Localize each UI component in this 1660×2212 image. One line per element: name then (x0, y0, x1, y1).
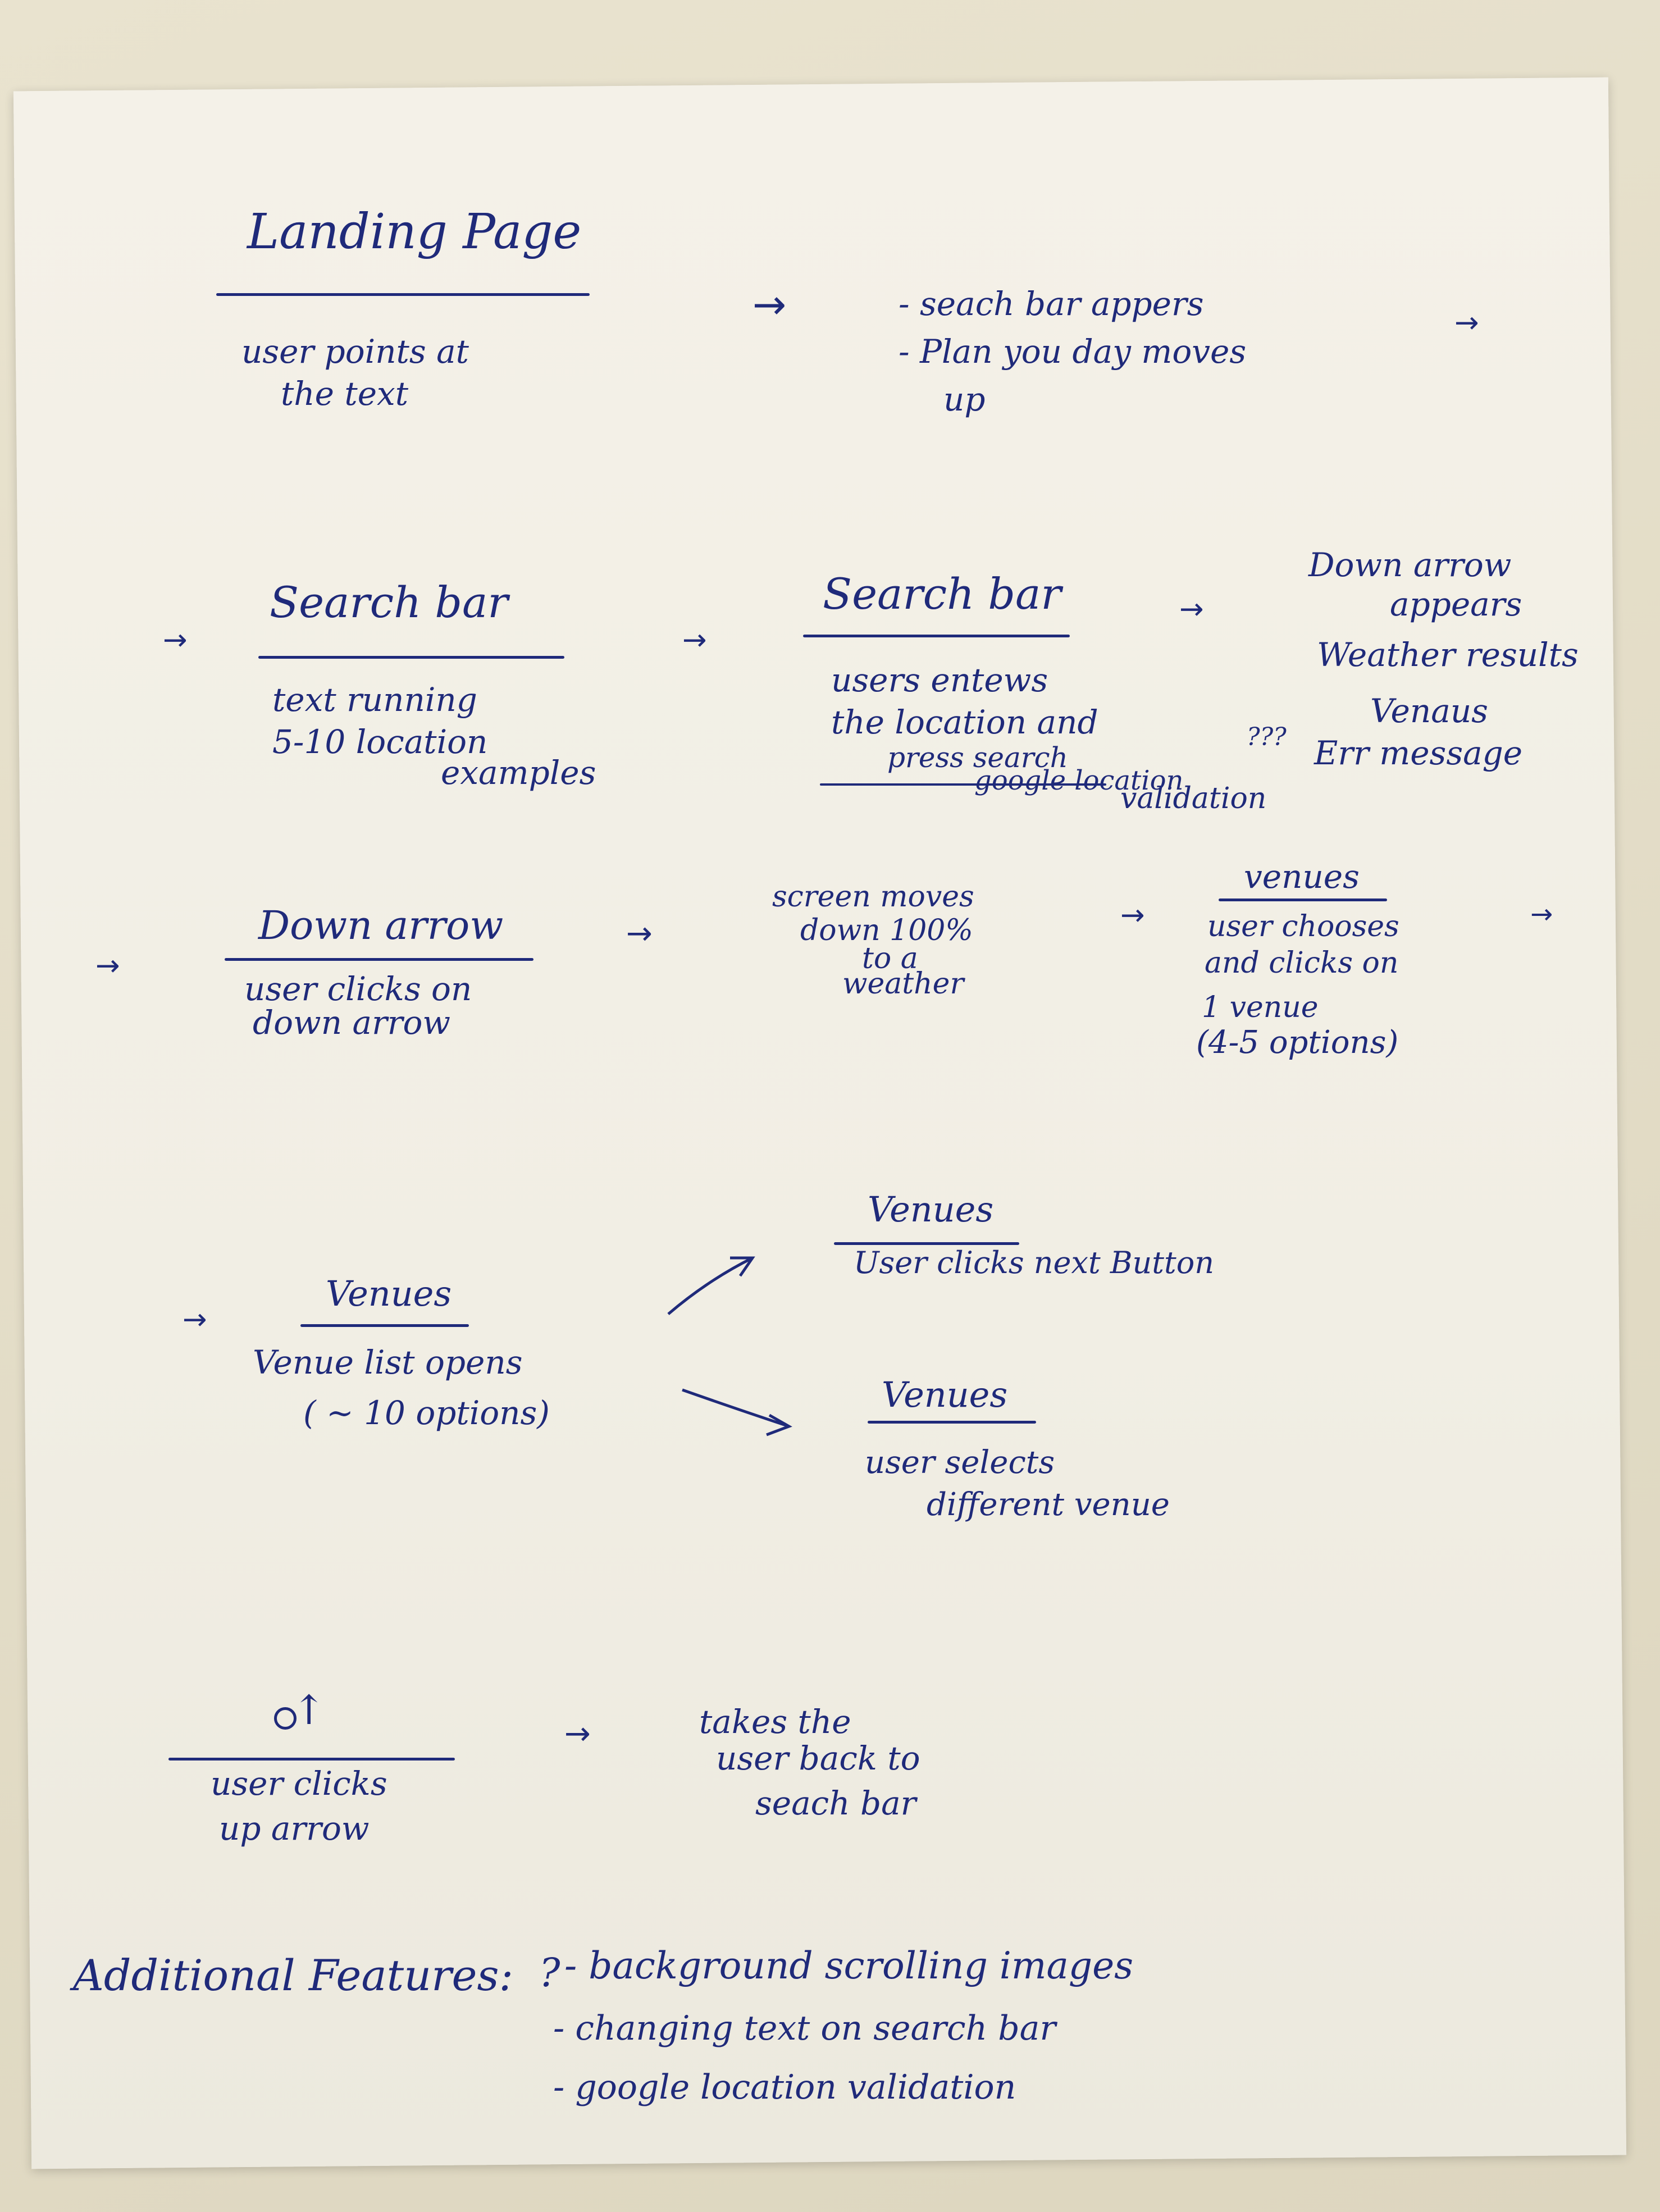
venues-list-title: Venues (326, 1273, 452, 1314)
takes-back-line-2: user back to (716, 1739, 920, 1777)
venues-select-underline (868, 1421, 1036, 1424)
screen-moves-line-1: screen moves (772, 880, 974, 914)
search1-line-2: 5-10 location (272, 723, 488, 761)
venues-choose-line-1: user chooses (1207, 910, 1399, 943)
down-result-line-5: Err message (1314, 734, 1523, 772)
landing-underline (216, 293, 590, 296)
up-arrow-line-2: up arrow (219, 1809, 370, 1848)
flow-arrow: → (183, 1303, 207, 1337)
search2-line-1: users entews (831, 661, 1048, 699)
landing-title: Landing Page (247, 204, 582, 260)
flow-arrow: → (95, 949, 120, 983)
venues-choose-line-2: and clicks on (1205, 946, 1399, 980)
search2-title: Search bar (823, 569, 1061, 619)
screen-moves-line-4: weather (842, 967, 964, 1001)
venues-choose-underline (1219, 899, 1387, 901)
additional-item-1: - background scrolling images (564, 1944, 1134, 1987)
flow-arrow: → (682, 623, 707, 657)
search2-line-3: press search (887, 741, 1068, 774)
landing-line-2: the text (281, 375, 409, 413)
search1-line-1: text running (272, 681, 477, 719)
down-result-line-3: Weather results (1317, 636, 1579, 674)
flow-arrow: → (626, 915, 653, 952)
venues-list-line-2: ( ~ 10 options) (303, 1394, 550, 1432)
search2-line-5: validation (1120, 782, 1267, 815)
venues-choose-line-4: (4-5 options) (1196, 1024, 1399, 1061)
screen-moves-line-3: to a (862, 942, 918, 975)
takes-back-line-1: takes the (699, 1703, 851, 1741)
search2-underline (803, 635, 1070, 637)
flow-arrow: → (1454, 306, 1479, 340)
screen-moves-line-2: down 100% (800, 914, 973, 947)
flow-arrow: → (163, 623, 188, 657)
landing-result-3: up (943, 380, 986, 418)
landing-result-2: - Plan you day moves (899, 332, 1247, 371)
branch-arrow-up-head (730, 1256, 755, 1277)
down-arrow-line-2: down arrow (253, 1004, 451, 1042)
branch-arrow-up (667, 1256, 754, 1315)
down-result-line-2: appears (1390, 585, 1522, 623)
venues-select-title: Venues (882, 1374, 1008, 1415)
flow-arrow: → (753, 281, 787, 328)
additional-item-2: - changing text on search bar (553, 2009, 1056, 2048)
venues-select-line-1: user selects (865, 1444, 1055, 1481)
up-arrow-line-1: user clicks (211, 1764, 387, 1803)
takes-back-line-3: seach bar (755, 1784, 916, 1822)
branch-arrow-down (682, 1388, 790, 1428)
up-arrow-title: ↑ (292, 1686, 326, 1734)
search2-line-4: google location (974, 765, 1184, 796)
search2-strike (820, 783, 1106, 786)
flow-arrow: → (564, 1716, 591, 1752)
additional-item-3: - google location validation (553, 2068, 1016, 2107)
venues-list-underline (300, 1324, 469, 1327)
flow-arrow: → (1530, 899, 1553, 930)
up-arrow-underline (168, 1758, 455, 1761)
venues-list-line-1: Venue list opens (253, 1343, 523, 1381)
venues-next-underline (834, 1242, 1019, 1245)
search1-line-3: examples (441, 754, 596, 792)
down-result-qmarks: ??? (1247, 723, 1287, 751)
branch-arrow-down-head (766, 1413, 792, 1436)
venues-select-line-2: different venue (927, 1486, 1170, 1523)
down-arrow-title: Down arrow (258, 902, 504, 948)
down-result-line-1: Down arrow (1308, 546, 1512, 584)
down-result-line-4: Venaus (1370, 692, 1488, 730)
search1-title: Search bar (270, 577, 508, 627)
flow-arrow: → (1179, 592, 1204, 626)
flow-arrow: → (1120, 899, 1145, 932)
venues-choose-title: venues (1244, 858, 1360, 896)
venues-choose-line-3: 1 venue (1202, 991, 1319, 1024)
down-arrow-underline (225, 958, 533, 961)
landing-result-1: - seach bar appers (899, 285, 1204, 323)
landing-line-1: user points at (241, 332, 469, 371)
additional-label: Additional Features: (73, 1950, 514, 2000)
venues-next-title: Venues (868, 1189, 994, 1230)
venues-next-line-1: User clicks next Button (854, 1245, 1214, 1280)
search2-line-2: the location and (831, 703, 1098, 741)
down-arrow-line-1: user clicks on (244, 970, 472, 1008)
search1-underline (258, 656, 564, 659)
additional-question: ? (539, 1950, 560, 1996)
magnifier-icon (274, 1707, 297, 1730)
